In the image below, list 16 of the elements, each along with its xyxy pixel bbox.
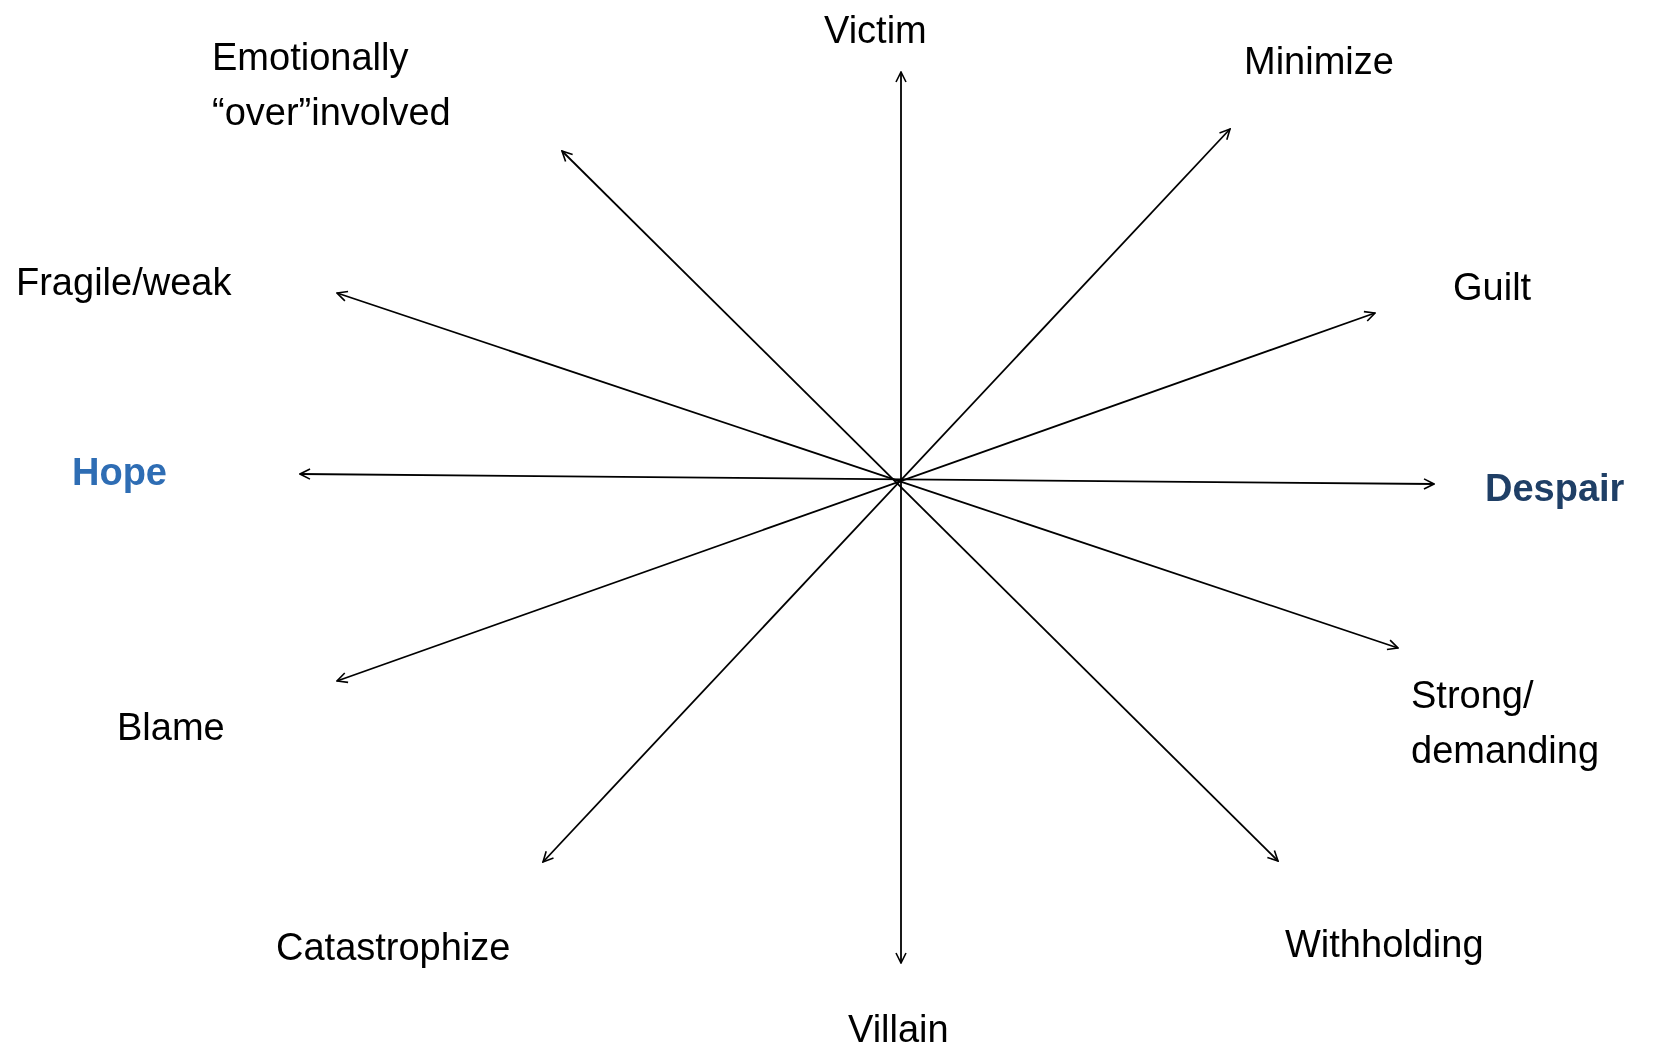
node-label: Minimize bbox=[1244, 34, 1394, 90]
double-arrow bbox=[299, 468, 1435, 490]
node-label: Strong/ demanding bbox=[1411, 668, 1651, 779]
node-label: Guilt bbox=[1453, 260, 1532, 316]
double-arrow bbox=[336, 310, 1376, 684]
node-label: Catastrophize bbox=[276, 920, 511, 976]
node-label: Despair bbox=[1485, 461, 1625, 517]
double-arrow bbox=[895, 71, 907, 964]
node-label: Withholding bbox=[1285, 917, 1484, 973]
node-label: Fragile/weak bbox=[16, 255, 232, 311]
node-label: Emotionally “over”involved bbox=[212, 30, 552, 141]
node-label: Victim bbox=[824, 3, 927, 59]
node-label: Hope bbox=[72, 445, 167, 501]
node-label: Villain bbox=[848, 1002, 949, 1049]
node-label: Blame bbox=[117, 700, 225, 756]
double-arrow bbox=[336, 290, 1399, 651]
